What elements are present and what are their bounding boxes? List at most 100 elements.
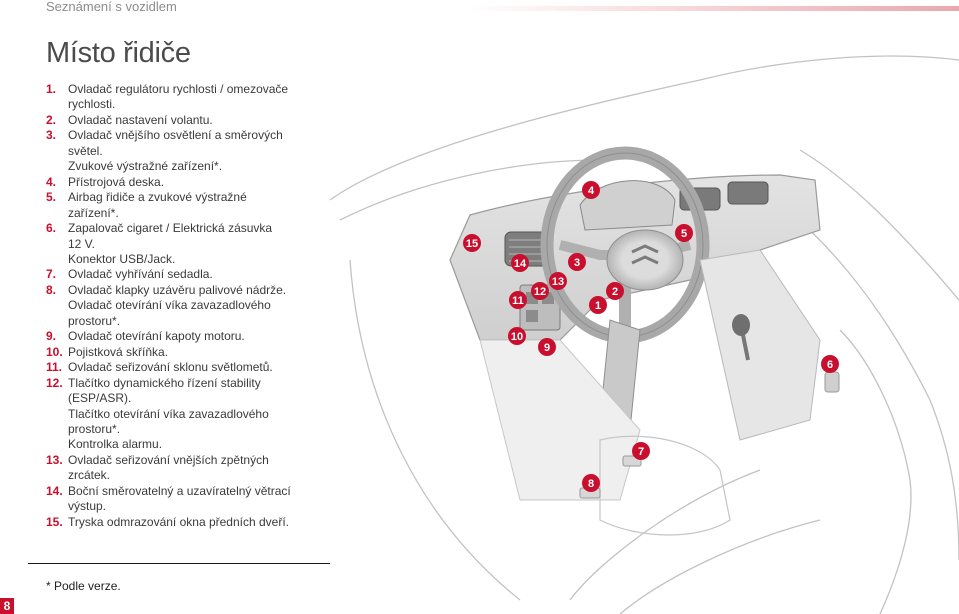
legend-line: rychlosti. (68, 97, 116, 112)
legend-line: Zvukové výstražné zařízení*. (68, 159, 223, 174)
legend-text: Ovladač seřizování vnějších zpětných zrc… (68, 453, 321, 484)
footnote: * Podle verze. (46, 579, 121, 593)
callout-label: 5 (681, 228, 687, 240)
callout-15: 15 (463, 234, 481, 252)
callout-label: 1 (595, 300, 601, 312)
legend-item-9: 9. Ovladač otevírání kapoty motoru. (46, 329, 321, 344)
callout-11: 11 (509, 291, 527, 309)
callout-14: 14 (511, 254, 529, 272)
legend-line: Pojistková skříňka. (68, 344, 169, 359)
center-console (699, 249, 821, 441)
legend-line: Ovladač seřizování vnějších zpětných (68, 452, 269, 467)
callout-label: 10 (511, 331, 523, 343)
legend-line: Ovladač vyhřívání sedadla. (68, 267, 213, 282)
legend-number: 4. (46, 174, 57, 189)
legend-number: 7. (46, 267, 57, 282)
legend-line: Ovladač klapky uzávěru palivové nádrže. (68, 282, 287, 297)
legend-line: Ovladač otevírání kapoty motoru. (68, 329, 245, 344)
legend-line: zařízení*. (68, 205, 119, 220)
callout-1: 1 (589, 296, 607, 314)
legend-item-4: 4. Přístrojová deska. (46, 175, 321, 190)
legend-item-8: 8. Ovladač klapky uzávěru palivové nádrž… (46, 283, 321, 329)
callout-label: 13 (552, 276, 564, 288)
legend-text: Přístrojová deska. (68, 175, 321, 190)
legend-item-13: 13. Ovladač seřizování vnějších zpětných… (46, 453, 321, 484)
legend-item-12: 12. Tlačítko dynamického řízení stabilit… (46, 376, 321, 453)
legend-text: Ovladač vyhřívání sedadla. (68, 267, 321, 282)
legend-number: 15. (46, 514, 63, 529)
callout-12: 12 (531, 282, 549, 300)
legend-line: (ESP/ASR). (68, 391, 132, 406)
footnote-divider (28, 563, 330, 564)
callout-label: 15 (466, 238, 478, 250)
legend-line: prostoru*. (68, 313, 121, 328)
callout-6: 6 (821, 355, 839, 373)
legend-number: 11. (46, 360, 63, 375)
legend-line: Tlačítko dynamického řízení stability (68, 375, 261, 390)
legend-number: 14. (46, 483, 63, 498)
callout-label: 4 (588, 185, 595, 197)
legend-number: 9. (46, 329, 57, 344)
callout-5: 5 (675, 224, 693, 242)
legend-number: 2. (46, 112, 57, 127)
dashboard-illustration: 1 2 3 4 5 6 7 8 9 10 11 12 13 14 15 (329, 55, 959, 614)
legend-line: zrcátek. (68, 468, 111, 483)
callout-9: 9 (538, 338, 556, 356)
legend-text: Tryska odmrazování okna předních dveří. (68, 515, 321, 530)
legend-text: Boční směrovatelný a uzavíratelný větrac… (68, 484, 321, 515)
legend-text: Airbag řidiče a zvukové výstražné zaříze… (68, 190, 321, 221)
legend-text: Ovladač seřizování sklonu světlometů. (68, 360, 321, 375)
legend-line: Kontrolka alarmu. (68, 437, 163, 452)
legend-text: Ovladač regulátoru rychlosti / omezovače… (68, 82, 321, 113)
legend-line: prostoru*. (68, 421, 121, 436)
cigar-lighter (824, 371, 840, 393)
legend-number: 5. (46, 190, 57, 205)
callout-label: 8 (588, 478, 594, 490)
legend-line: Ovladač vnějšího osvětlení a směrových (68, 128, 283, 143)
legend-number: 8. (46, 282, 57, 297)
callout-label: 12 (534, 286, 546, 298)
legend-line: Přístrojová deska. (68, 174, 165, 189)
legend-line: světel. (68, 143, 103, 158)
legend-line: 12 V. (68, 236, 95, 251)
legend-line: Tlačítko otevírání víka zavazadlového (68, 406, 269, 421)
legend-line: Ovladač regulátoru rychlosti / omezovače (68, 82, 289, 96)
legend-list: 1. Ovladač regulátoru rychlosti / omezov… (46, 82, 321, 530)
legend-item-3: 3. Ovladač vnějšího osvětlení a směrovýc… (46, 128, 321, 174)
legend-line: Ovladač nastavení volantu. (68, 112, 213, 127)
section-header: Seznámení s vozidlem (46, 0, 177, 14)
legend-line: výstup. (68, 499, 107, 514)
callout-label: 7 (638, 446, 644, 458)
legend-item-6: 6. Zapalovač cigaret / Elektrická zásuvk… (46, 221, 321, 267)
callout-10: 10 (508, 327, 526, 345)
callout-13: 13 (549, 272, 567, 290)
legend-number: 3. (46, 128, 57, 143)
page-number: 8 (0, 598, 14, 614)
legend-item-10: 10. Pojistková skříňka. (46, 345, 321, 360)
legend-item-7: 7. Ovladač vyhřívání sedadla. (46, 267, 321, 282)
callout-label: 11 (512, 295, 524, 307)
legend-item-15: 15. Tryska odmrazování okna předních dve… (46, 515, 321, 530)
legend-line: Ovladač seřizování sklonu světlometů. (68, 360, 273, 375)
legend-item-2: 2. Ovladač nastavení volantu. (46, 113, 321, 128)
seat-outline (599, 435, 731, 536)
page-title: Místo řidiče (46, 37, 191, 69)
legend-text: Tlačítko dynamického řízení stability (E… (68, 376, 321, 453)
legend-line: Boční směrovatelný a uzavíratelný větrac… (68, 483, 291, 498)
callout-label: 3 (574, 257, 580, 269)
legend-line: Tryska odmrazování okna předních dveří. (68, 514, 289, 529)
callout-label: 14 (514, 258, 527, 270)
car-body-outline (329, 55, 959, 614)
legend-item-1: 1. Ovladač regulátoru rychlosti / omezov… (46, 82, 321, 113)
legend-number: 6. (46, 221, 57, 236)
legend-line: Airbag řidiče a zvukové výstražné (68, 190, 247, 205)
legend-line: Ovladač otevírání víka zavazadlového (68, 298, 271, 313)
callout-label: 6 (827, 359, 833, 371)
legend-item-5: 5. Airbag řidiče a zvukové výstražné zař… (46, 190, 321, 221)
legend-number: 1. (46, 82, 57, 96)
callout-4: 4 (582, 181, 600, 199)
callout-label: 2 (612, 286, 618, 298)
callout-2: 2 (606, 282, 624, 300)
legend-text: Ovladač nastavení volantu. (68, 113, 321, 128)
legend-text: Ovladač otevírání kapoty motoru. (68, 329, 321, 344)
